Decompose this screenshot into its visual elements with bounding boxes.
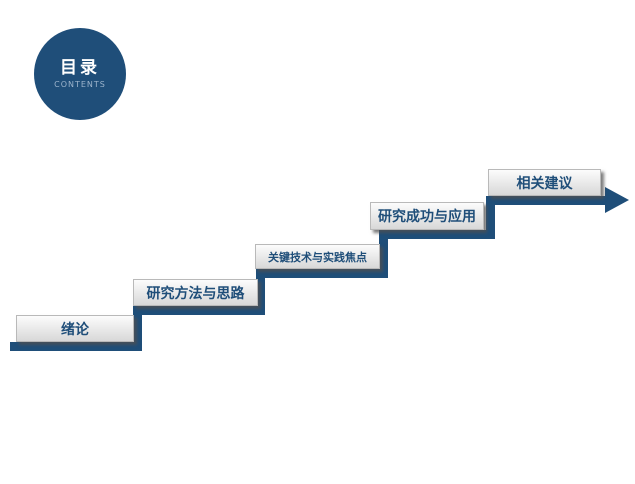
stair-tread-4 [379,230,495,239]
stair-tread-5 [486,196,608,205]
step-label: 绪论 [61,321,89,338]
arrow-head-icon [605,187,629,213]
stair-tread-2 [133,306,265,315]
stair-tread-1 [10,342,142,351]
step-label: 关键技术与实践焦点 [268,250,367,264]
stair-riser-2 [256,269,265,315]
step-label: 研究方法与思路 [146,285,245,302]
stair-riser-4 [486,196,495,239]
step-label: 相关建议 [516,175,573,192]
contents-badge: 目录 CONTENTS [34,28,126,120]
step-box-key-tech: 关键技术与实践焦点 [255,244,380,269]
step-box-suggestions: 相关建议 [488,169,601,196]
stair-riser-1 [133,306,142,351]
step-box-application: 研究成功与应用 [370,202,484,230]
step-label: 研究成功与应用 [378,209,476,225]
stair-tread-3 [256,269,388,278]
badge-subtitle: CONTENTS [54,80,106,90]
step-box-methods: 研究方法与思路 [133,279,258,306]
badge-title: 目录 [60,57,100,78]
step-box-introduction: 绪论 [16,315,134,342]
stair-riser-3 [379,230,388,278]
